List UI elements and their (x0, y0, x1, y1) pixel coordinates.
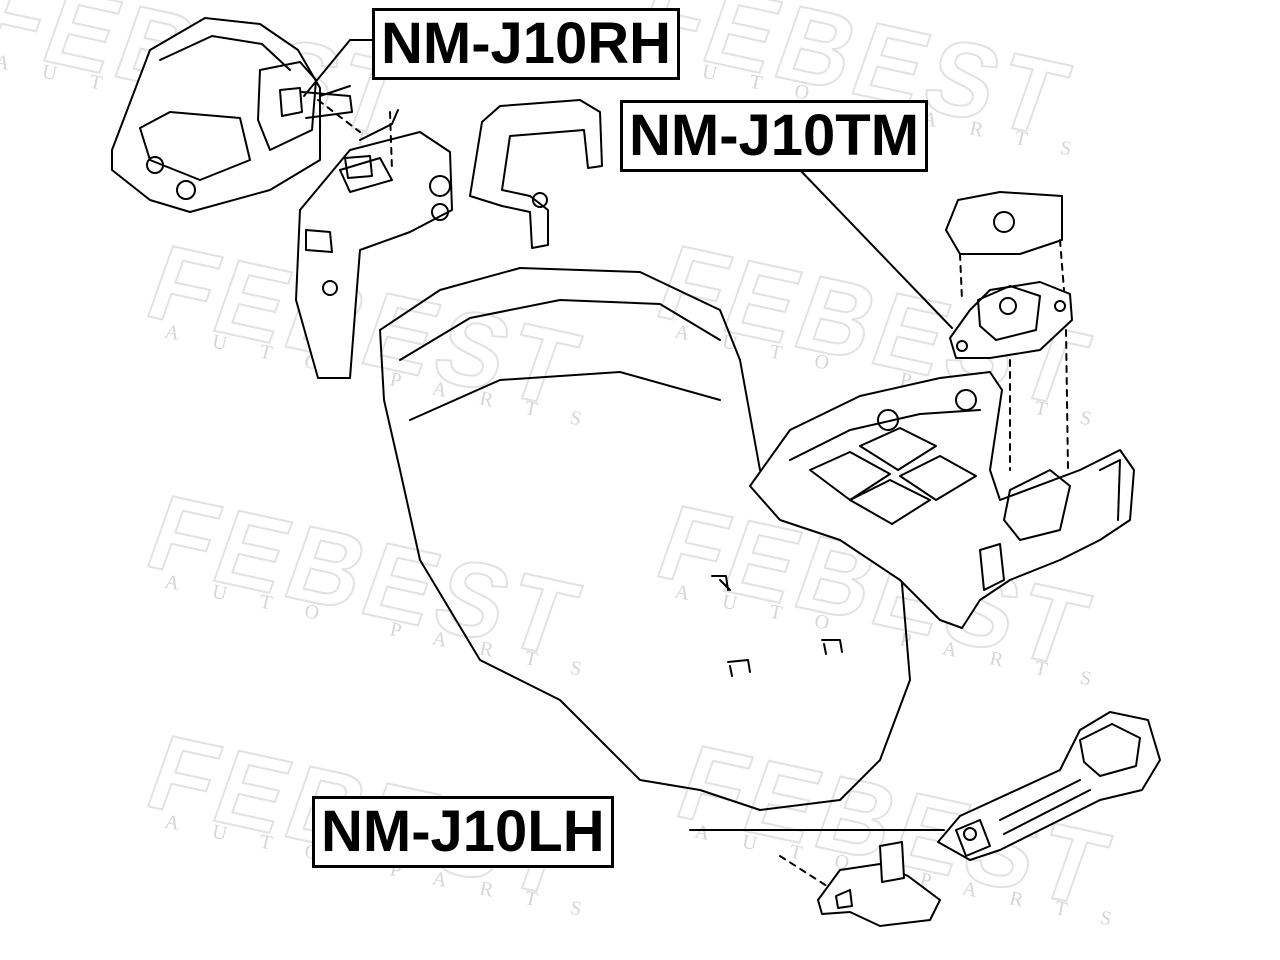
engine-bracket (295, 99, 453, 379)
transmission-mount (945, 191, 1073, 471)
hook-bracket (469, 99, 603, 249)
part-label-rh: NM-J10RH (372, 8, 681, 80)
engine-block (379, 267, 911, 811)
leader-line-rh (303, 39, 373, 97)
gearbox-bracket (749, 371, 1135, 629)
right-hand-mount (111, 17, 353, 213)
left-hand-mount (779, 711, 1161, 927)
part-label-tm: NM-J10TM (620, 100, 929, 172)
leader-line-tm (799, 169, 953, 329)
part-label-lh: NM-J10LH (312, 796, 614, 868)
